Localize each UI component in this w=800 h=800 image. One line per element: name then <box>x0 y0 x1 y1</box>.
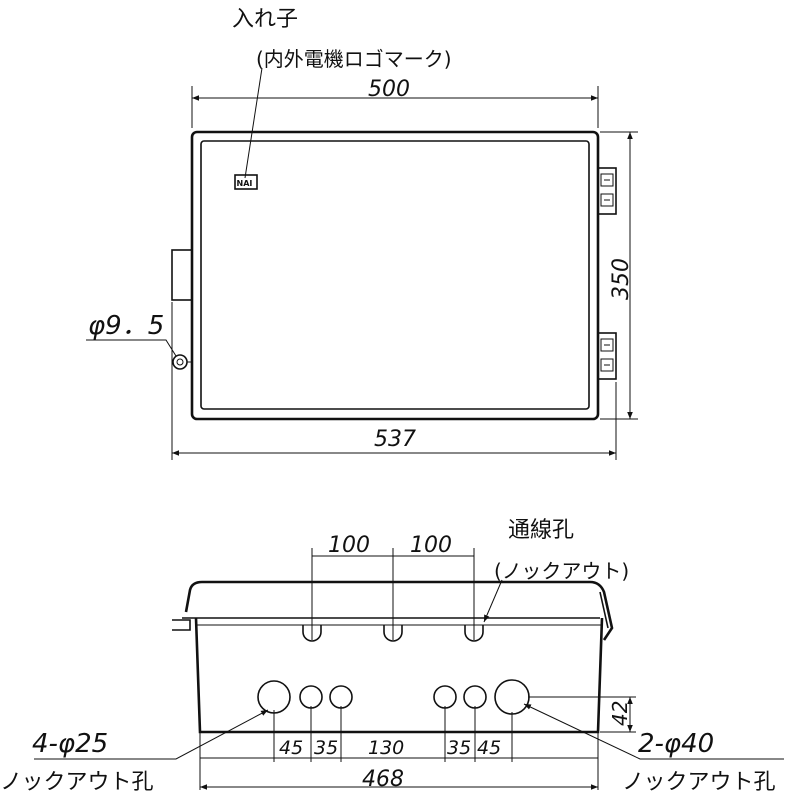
mounting-hole-lug <box>172 354 188 370</box>
top-view: 入れ子 (内外電機ロゴマーク) 500 NAI φ9．5 <box>86 7 638 460</box>
small-knockout-label: 4-φ25 <box>32 729 108 759</box>
lid-inner <box>200 140 590 410</box>
side-lug <box>172 619 191 631</box>
large-knockout-label: 2-φ40 <box>638 729 714 759</box>
hole-leader-line <box>86 339 177 357</box>
hinge-lower <box>597 332 617 380</box>
wiring-hole-2 <box>383 625 403 642</box>
body-profile <box>194 617 604 734</box>
knockout-40-left <box>257 680 291 714</box>
hinge-side <box>599 591 609 629</box>
spacing-ext-lines <box>199 706 599 790</box>
spacing-dim-35-left: 35 <box>314 737 338 759</box>
wiring-hole-1 <box>302 625 322 642</box>
height-dim-42: 42 <box>608 701 632 726</box>
logo-mark: NAI <box>237 179 253 188</box>
overall-width-dim-537: 537 <box>374 427 416 452</box>
wiring-hole-3 <box>464 625 484 642</box>
wiring-hole-leader <box>483 579 503 623</box>
side-view: 100 100 通線孔 (ノックアウト) <box>0 518 784 795</box>
mounting-hole <box>176 358 184 366</box>
insert-label: 入れ子 <box>232 7 298 32</box>
small-knockout-leader <box>34 709 269 760</box>
spacing-dim-130: 130 <box>368 737 404 759</box>
left-latch <box>171 249 193 301</box>
wiring-hole-label: 通線孔 <box>508 518 574 543</box>
knockout-40-right <box>494 679 530 715</box>
knockout-25-3 <box>433 685 457 709</box>
spacing-dim-35-right: 35 <box>447 737 471 759</box>
height-dim-350: 350 <box>609 258 634 300</box>
large-knockout-leader <box>523 703 784 760</box>
small-knockout-sublabel: ノックアウト孔 <box>0 770 154 795</box>
insert-leader-line <box>244 67 263 179</box>
knockout-25-4 <box>463 685 487 709</box>
spacing-dim-45-left: 45 <box>279 737 303 759</box>
spacing-dim-45-right: 45 <box>477 737 501 759</box>
hinge-upper <box>597 167 617 215</box>
pitch-dim-2: 100 <box>410 533 452 558</box>
knockout-25-2 <box>329 685 353 709</box>
pitch-dim-1: 100 <box>328 533 370 558</box>
wiring-hole-sublabel: (ノックアウト) <box>494 559 629 583</box>
large-knockout-sublabel: ノックアウト孔 <box>622 770 776 795</box>
knockout-25-1 <box>299 685 323 709</box>
bottom-width-dim-468: 468 <box>362 767 404 792</box>
lid-profile <box>184 580 614 641</box>
insert-sublabel: (内外電機ロゴマーク) <box>256 47 452 71</box>
logo-mark-box <box>234 174 258 190</box>
hole-dim: φ9．5 <box>88 311 164 341</box>
